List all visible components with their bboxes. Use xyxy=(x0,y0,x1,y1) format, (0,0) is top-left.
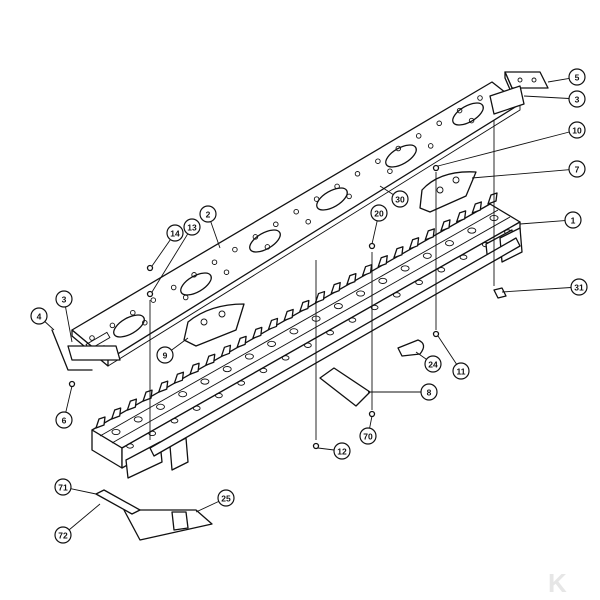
callout-c10: 10 xyxy=(437,121,586,167)
callout-c6: 6 xyxy=(55,385,73,429)
callout-c11: 11 xyxy=(437,335,470,380)
callout-c24: 24 xyxy=(415,351,442,373)
callout-leader xyxy=(210,221,221,249)
callout-label: 30 xyxy=(395,195,405,205)
callout-leader xyxy=(471,169,570,179)
callout-leader xyxy=(68,503,101,531)
callout-c72: 72 xyxy=(54,503,101,544)
callout-c3b: 3 xyxy=(55,290,73,343)
callout-c12: 12 xyxy=(317,442,351,460)
callout-label: 25 xyxy=(221,494,231,504)
callout-circle xyxy=(183,218,201,236)
callout-leader xyxy=(547,77,570,83)
callout-leader xyxy=(151,239,171,267)
callout-label: 24 xyxy=(428,360,438,370)
callout-c14: 14 xyxy=(151,224,184,267)
callout-leader xyxy=(437,131,570,167)
callout-circle xyxy=(30,307,48,325)
callout-c8: 8 xyxy=(368,383,438,401)
callout-circle xyxy=(420,383,438,401)
callout-c30: 30 xyxy=(379,185,409,208)
callout-circle xyxy=(54,478,72,496)
callout-label: 12 xyxy=(337,447,347,457)
callout-circle xyxy=(55,411,73,429)
callout-c31: 31 xyxy=(501,278,588,296)
callout-label: 2 xyxy=(206,210,211,220)
callout-label: 9 xyxy=(163,351,168,361)
callout-label: 3 xyxy=(62,295,67,305)
callout-c7: 7 xyxy=(471,160,586,179)
callout-leader xyxy=(379,185,394,195)
callout-leader xyxy=(65,385,73,413)
callout-label: 10 xyxy=(572,126,582,136)
callout-circle xyxy=(568,121,586,139)
callout-c3a: 3 xyxy=(523,90,586,108)
callout-circle xyxy=(370,204,388,222)
callout-leader xyxy=(317,447,335,451)
callout-circle xyxy=(166,224,184,242)
callout-c2: 2 xyxy=(199,205,221,249)
callout-label: 6 xyxy=(62,416,67,426)
callout-leader xyxy=(65,306,73,343)
callout-leader xyxy=(501,287,572,293)
callout-label: 8 xyxy=(427,388,432,398)
callout-label: 71 xyxy=(58,483,68,493)
lower-rail xyxy=(149,237,521,457)
callout-leader xyxy=(519,220,566,225)
callout-c5: 5 xyxy=(547,68,586,86)
callout-c70: 70 xyxy=(359,415,377,445)
callout-label: 20 xyxy=(374,209,384,219)
callout-leader xyxy=(415,351,427,360)
callout-c20: 20 xyxy=(370,204,388,245)
callout-circle xyxy=(568,68,586,86)
callout-label: 11 xyxy=(457,367,466,377)
callout-leader xyxy=(151,233,189,293)
callout-leader xyxy=(44,321,55,331)
callout-leader xyxy=(523,95,570,99)
callout-label: 1 xyxy=(571,216,576,226)
callout-circle xyxy=(570,278,588,296)
callout-label: 13 xyxy=(187,223,197,233)
callout-circle xyxy=(568,90,586,108)
callout-label: 72 xyxy=(58,531,68,541)
callout-label: 31 xyxy=(574,283,584,293)
callout-circle xyxy=(55,290,73,308)
callout-circle xyxy=(199,205,217,223)
assembly-lines xyxy=(149,120,495,440)
callout-circle xyxy=(54,526,72,544)
callout-c25: 25 xyxy=(195,489,235,513)
callout-c9: 9 xyxy=(156,337,189,364)
callout-circle xyxy=(156,346,174,364)
callout-leader xyxy=(369,415,373,429)
small-parts xyxy=(51,71,549,541)
callout-circle xyxy=(391,190,409,208)
callout-label: 14 xyxy=(170,229,180,239)
callout-c1: 1 xyxy=(519,211,582,229)
callout-label: 7 xyxy=(575,165,580,175)
callout-leader xyxy=(371,220,378,245)
callout-circle xyxy=(333,442,351,460)
kramp-logo: K xyxy=(548,568,567,598)
callout-label: 70 xyxy=(363,432,373,442)
callout-circle xyxy=(452,362,470,380)
callout-leader xyxy=(195,500,219,513)
callout-label: 5 xyxy=(575,73,580,83)
callout-leader xyxy=(70,488,97,495)
callout-leader xyxy=(171,337,189,351)
callout-label: 3 xyxy=(575,95,580,105)
callout-c71: 71 xyxy=(54,478,97,496)
callout-circle xyxy=(359,427,377,445)
callout-leader xyxy=(437,335,457,365)
callout-circle xyxy=(424,355,442,373)
callout-circle xyxy=(568,160,586,178)
callout-circle xyxy=(217,489,235,507)
callout-c13: 13 xyxy=(151,218,201,293)
callout-circle xyxy=(564,211,582,229)
callout-c4: 4 xyxy=(30,307,55,331)
callout-label: 4 xyxy=(37,312,42,322)
